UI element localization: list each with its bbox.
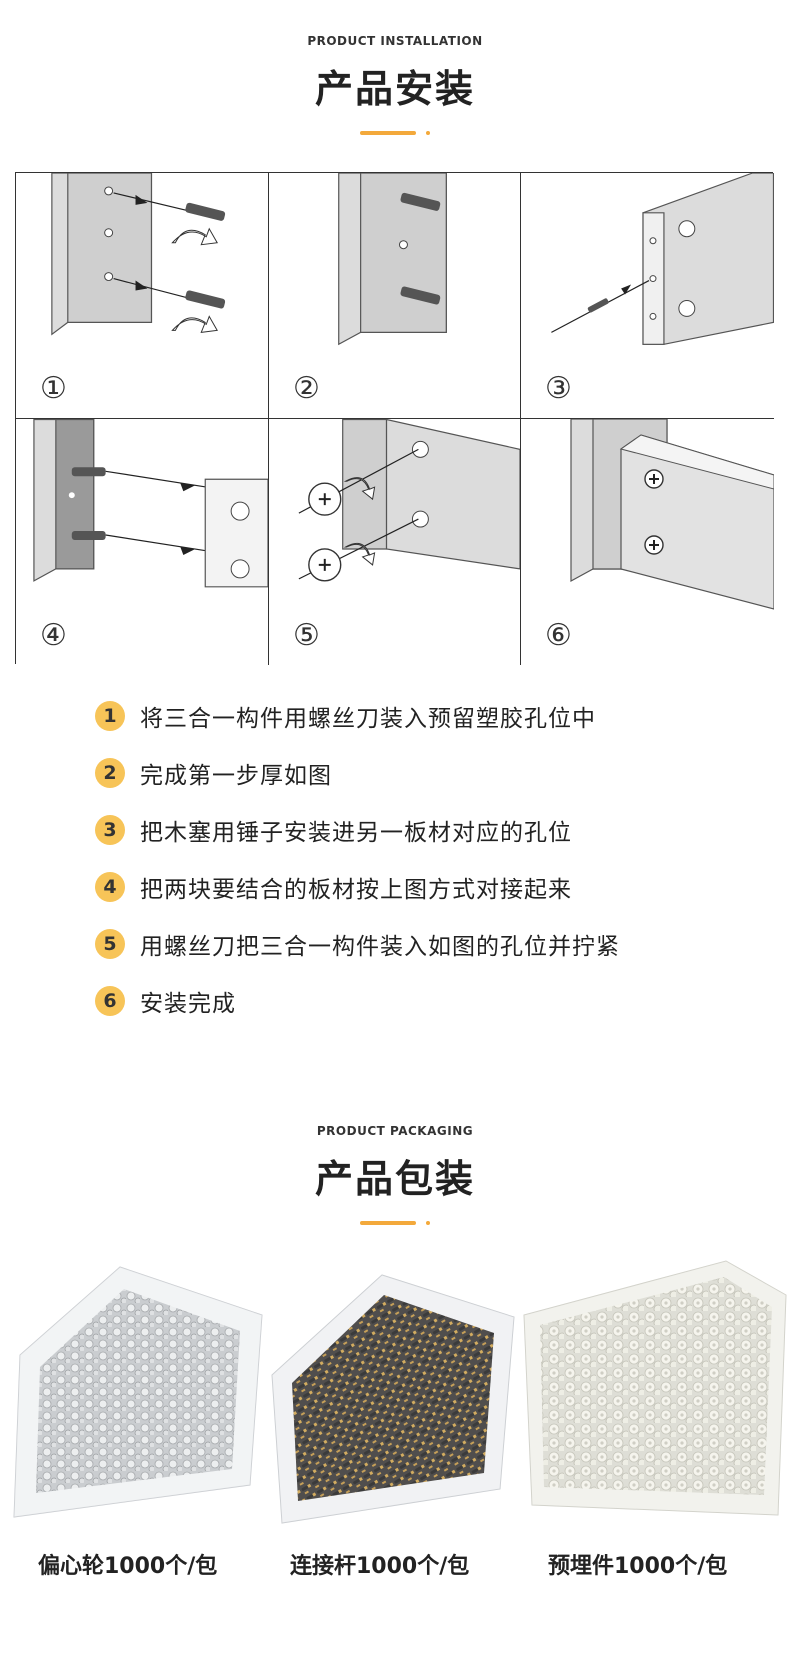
step-item: 4 把两块要结合的板材按上图方式对接起来 [95, 871, 735, 903]
step-badge: 2 [95, 758, 125, 788]
panel-5-illustration [298, 419, 520, 582]
panel-1-number: ① [40, 371, 67, 406]
step-badge: 1 [95, 701, 125, 731]
diagram-panel-2: ② [269, 173, 521, 419]
panel-2-illustration [338, 173, 447, 346]
packaging-caption: 偏心轮1000个/包 [38, 1554, 218, 1579]
diagram-panel-3: ③ [521, 173, 774, 419]
panel-6-illustration [570, 419, 774, 610]
panel-4-illustration [33, 419, 268, 588]
step-item: 1 将三合一构件用螺丝刀装入预留塑胶孔位中 [95, 700, 735, 732]
embedded-insert-bag-photo-icon [523, 1260, 787, 1516]
packaging-caption: 预埋件1000个/包 [548, 1554, 728, 1579]
diagram-panel-4: ④ [16, 419, 269, 665]
panel-1-illustration [51, 173, 226, 336]
installation-steps: 1 将三合一构件用螺丝刀装入预留塑胶孔位中 2 完成第一步厚如图 3 把木塞用锤… [95, 700, 735, 1042]
packaging-caption: 连接杆1000个/包 [290, 1554, 470, 1579]
packaging-zh-title: 产品包装 [314, 1157, 475, 1201]
packaging-captions: 偏心轮1000个/包 连接杆1000个/包 预埋件1000个/包 [0, 1548, 790, 1588]
step-badge: 4 [95, 872, 125, 902]
installation-diagram-grid: ① ② ③ [15, 172, 774, 665]
step-item: 5 用螺丝刀把三合一构件装入如图的孔位并拧紧 [95, 928, 735, 960]
step-badge: 6 [95, 986, 125, 1016]
title-underline [360, 1221, 430, 1225]
panel-2-number: ② [293, 371, 320, 406]
panel-5-number: ⑤ [293, 618, 320, 653]
packaging-photos [0, 1255, 790, 1555]
diagram-panel-1: ① [16, 173, 269, 419]
packaging-header: PRODUCT PACKAGING 产品包装 [0, 1124, 790, 1225]
step-text: 安装完成 [140, 991, 236, 1017]
panel-3-illustration [551, 173, 774, 345]
installation-zh-title: 产品安装 [314, 67, 475, 111]
step-item: 6 安装完成 [95, 985, 735, 1017]
step-text: 把木塞用锤子安装进另一板材对应的孔位 [140, 820, 572, 846]
connecting-rod-bag-photo-icon [271, 1274, 515, 1524]
step-text: 将三合一构件用螺丝刀装入预留塑胶孔位中 [140, 706, 596, 732]
step-badge: 3 [95, 815, 125, 845]
packaging-en-title: PRODUCT PACKAGING [316, 1124, 474, 1138]
step-item: 3 把木塞用锤子安装进另一板材对应的孔位 [95, 814, 735, 846]
diagram-panel-6: ⑥ [521, 419, 774, 665]
step-text: 把两块要结合的板材按上图方式对接起来 [140, 877, 572, 903]
cam-lock-bag-photo-icon [13, 1266, 263, 1518]
installation-header: PRODUCT INSTALLATION 产品安装 [0, 34, 790, 135]
diagram-panel-5: ⑤ [269, 419, 521, 665]
step-item: 2 完成第一步厚如图 [95, 757, 735, 789]
step-text: 用螺丝刀把三合一构件装入如图的孔位并拧紧 [140, 934, 620, 960]
step-badge: 5 [95, 929, 125, 959]
panel-6-number: ⑥ [545, 618, 572, 653]
panel-3-number: ③ [545, 371, 572, 406]
step-text: 完成第一步厚如图 [140, 763, 332, 789]
installation-en-title: PRODUCT INSTALLATION [307, 34, 483, 48]
panel-4-number: ④ [40, 618, 67, 653]
title-underline [360, 131, 430, 135]
